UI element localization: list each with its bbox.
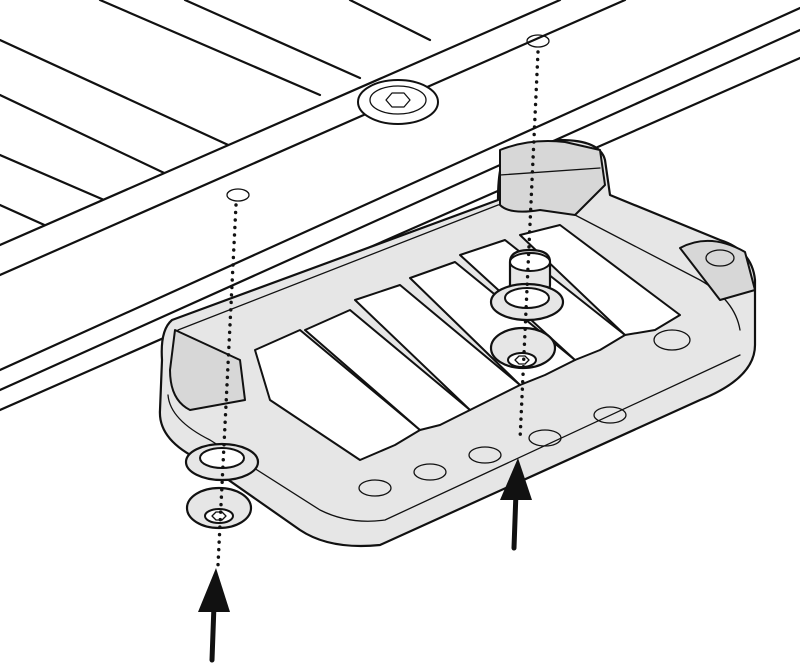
left-fastener [184,442,260,530]
right-arrow-icon [500,458,532,551]
left-washer [184,442,260,482]
left-bolt-head-icon [185,486,253,530]
rack-slats [0,0,782,252]
target-holes [226,34,550,202]
mount-bracket [158,138,757,548]
right-bolt-head-icon [489,326,557,370]
left-arrow-icon [198,568,230,663]
rail-hex-bolt-icon [357,79,439,125]
alignment-lines [216,50,540,567]
bracket-slots [358,249,735,497]
crossbar-rail [0,0,800,412]
